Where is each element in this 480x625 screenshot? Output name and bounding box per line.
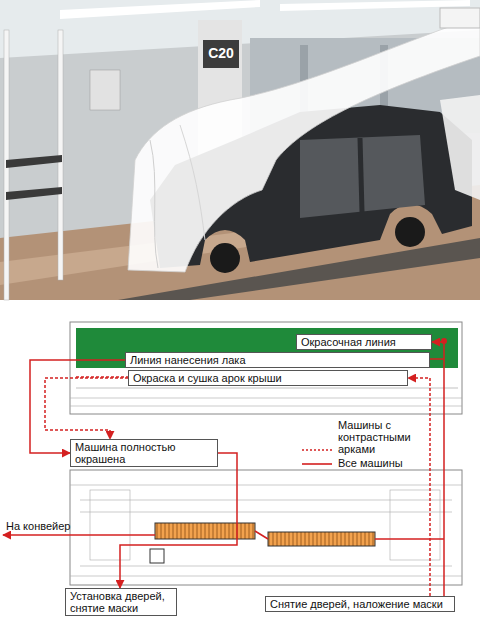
sheet-fold <box>180 125 205 240</box>
plan-room <box>90 490 130 560</box>
station-box: Окрасочная линия <box>296 334 432 350</box>
next-car-sheet <box>440 95 480 200</box>
paint-line-band <box>76 328 458 368</box>
station-box: Линия нанесения лака <box>125 352 430 368</box>
sheet-fold <box>150 140 158 268</box>
box-text: Снятие дверей, наложение маски <box>270 598 450 610</box>
station-square <box>150 549 164 563</box>
flow-line <box>255 531 268 539</box>
legend-line <box>302 463 332 465</box>
protective-sheet <box>128 16 480 272</box>
sheet-roll <box>440 8 480 28</box>
flow-line <box>408 378 430 596</box>
plan-line <box>76 388 458 389</box>
station-bar <box>155 523 255 539</box>
legend-entry: Машины с контрастными арками <box>300 419 418 455</box>
legend-sample <box>300 445 334 455</box>
box-text: Установка дверей, снятие маски <box>70 590 172 614</box>
plan-line <box>70 485 462 486</box>
legend-text: Все машины <box>338 457 418 469</box>
station-box: Установка дверей, снятие маски <box>65 588 177 616</box>
box-text: Линия нанесения лака <box>130 354 425 366</box>
flow-line <box>45 378 128 439</box>
exit-label: На конвейер <box>6 520 76 533</box>
pillar-sign <box>203 40 239 68</box>
plan-line <box>70 398 462 399</box>
flow-line <box>432 342 444 596</box>
wheel-well <box>395 217 425 247</box>
station-bar <box>268 532 375 546</box>
ceiling-light <box>60 0 260 19</box>
legend-line <box>302 449 332 451</box>
flow-line <box>430 358 444 360</box>
box-text: Окраска и сушка арок крыши <box>133 372 403 384</box>
rack-shelf <box>6 187 62 200</box>
plan-outline <box>70 322 462 414</box>
plan-outline <box>70 470 462 585</box>
wall-poster <box>90 70 120 110</box>
conveyor-arrow <box>3 534 155 536</box>
door-opening <box>300 135 425 218</box>
sign-text: C20 <box>203 47 239 60</box>
wheel-well <box>210 243 240 273</box>
station-box: Окраска и сушка арок крыши <box>128 370 408 386</box>
b-pillar <box>360 138 362 212</box>
photo-wall <box>0 0 480 300</box>
plan-line <box>80 566 452 567</box>
station-box: Машина полностью окрашена <box>70 439 218 467</box>
box-text: Машина полностью окрашена <box>75 441 213 465</box>
plan-line <box>80 512 452 513</box>
plan-room <box>390 490 440 560</box>
legend-sample <box>300 459 334 469</box>
flow-line <box>375 538 444 540</box>
legend-text: Машины с контрастными арками <box>338 419 418 455</box>
box-text: Окрасочная линия <box>301 336 427 348</box>
flow-line <box>120 453 237 588</box>
plan-line <box>80 500 452 501</box>
legend-entry: Все машины <box>300 457 418 469</box>
plan-line <box>70 406 462 407</box>
plan-line <box>70 576 462 577</box>
rack-post <box>58 30 63 280</box>
rack-shelf <box>6 155 62 168</box>
station-box: Снятие дверей, наложение маски <box>265 596 455 612</box>
